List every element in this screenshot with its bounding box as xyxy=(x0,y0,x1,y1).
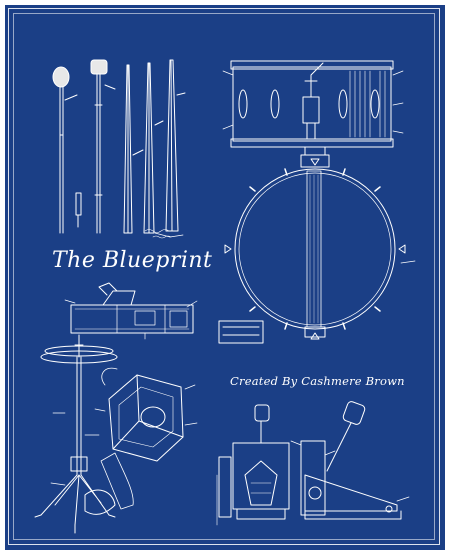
patent-signature-mark xyxy=(144,229,172,239)
drum-clamp-detail-drawing xyxy=(64,282,198,340)
inner-border xyxy=(13,13,435,540)
outer-border xyxy=(8,8,440,545)
drumsticks-and-beaters-drawing xyxy=(52,59,186,238)
patent-drawings xyxy=(34,59,416,534)
felt-beater-head xyxy=(52,66,70,88)
blueprint-poster: The Blueprint Created By Cashmere Brown xyxy=(5,5,445,550)
square-beater-head xyxy=(90,59,108,75)
bass-drum-pedal-assembly-drawing xyxy=(218,401,410,520)
poster-title: The Blueprint xyxy=(52,248,213,273)
hi-hat-stand-drawing xyxy=(34,334,118,534)
bass-drum-pedal-block-drawing xyxy=(94,367,198,510)
poster-credit: Created By Cashmere Brown xyxy=(230,374,405,388)
snare-drum-side-view-drawing xyxy=(222,60,404,148)
snare-drum-top-view-drawing xyxy=(218,146,416,344)
